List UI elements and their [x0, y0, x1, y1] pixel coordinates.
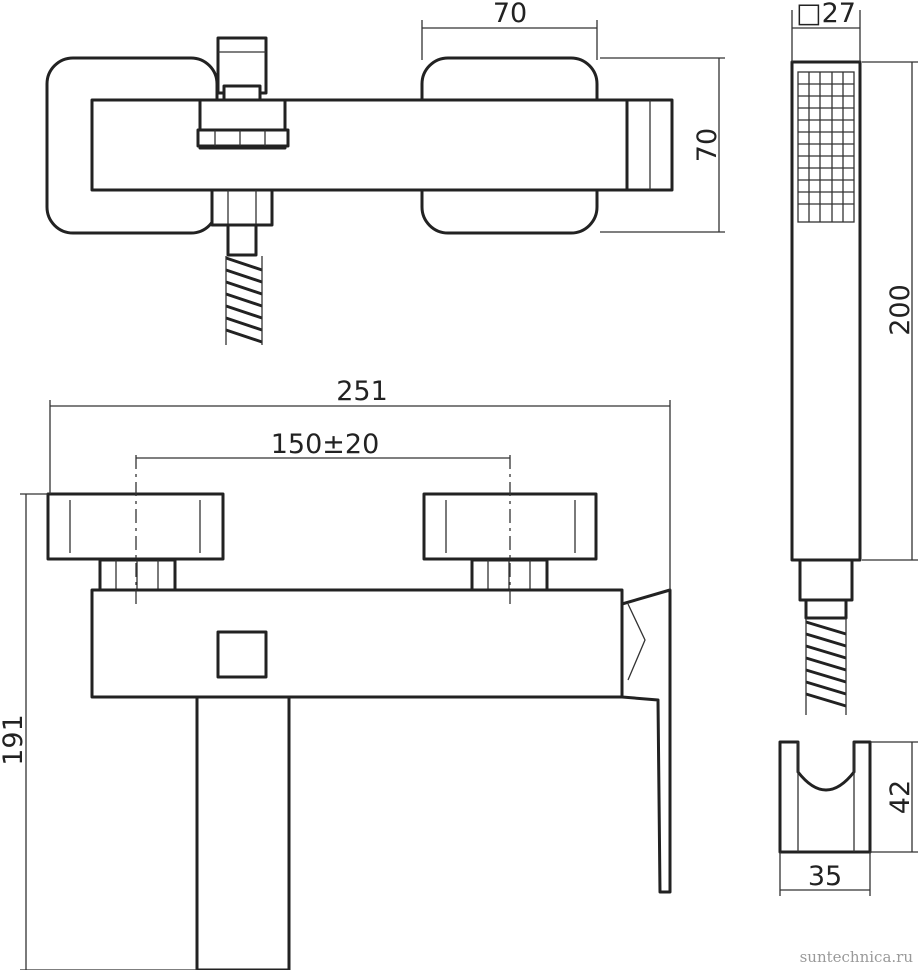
top-view — [45, 36, 674, 345]
top-hose-nut — [210, 188, 274, 227]
front-left-connectors — [98, 558, 177, 592]
dim-label-overall-height: 191 — [0, 714, 29, 766]
top-hose — [225, 256, 263, 345]
dim-center-distance: 150±20 — [136, 429, 510, 460]
dim-overall-height: 191 — [0, 493, 197, 970]
dim-label-holder-height: 42 — [885, 780, 916, 814]
dim-top-height: 70 — [600, 57, 725, 233]
dim-label-head-length: 200 — [885, 284, 916, 336]
front-mixer-body — [90, 588, 624, 699]
dim-label-head-square: □27 — [796, 0, 856, 29]
front-diverter-button — [216, 630, 268, 679]
top-mixer-body — [90, 98, 629, 192]
dim-label-top-height: 70 — [692, 128, 723, 162]
dim-label-holder-width: 35 — [808, 861, 842, 892]
dim-label-center-distance: 150±20 — [271, 429, 380, 460]
holder-body — [778, 740, 872, 854]
dim-holder-height: 42 — [870, 741, 918, 853]
dim-label-overall-width: 251 — [336, 376, 388, 407]
hand-shower-hose — [805, 618, 847, 715]
dim-top-width: 70 — [421, 0, 598, 60]
front-lever — [620, 588, 672, 894]
hand-shower-connector — [798, 558, 854, 602]
dim-head-square: □27 — [791, 0, 861, 62]
dim-overall-width: 251 — [49, 376, 671, 590]
front-spout — [195, 695, 291, 970]
dim-holder-width: 35 — [779, 852, 871, 896]
front-view — [46, 455, 672, 970]
hand-shower-body — [790, 60, 862, 562]
spray-grid — [797, 71, 855, 223]
hand-shower — [790, 60, 862, 715]
wall-holder — [778, 740, 872, 854]
dim-head-length: 200 — [862, 61, 918, 561]
dim-label-top-width: 70 — [493, 0, 527, 29]
watermark: suntechnica.ru — [800, 948, 914, 966]
